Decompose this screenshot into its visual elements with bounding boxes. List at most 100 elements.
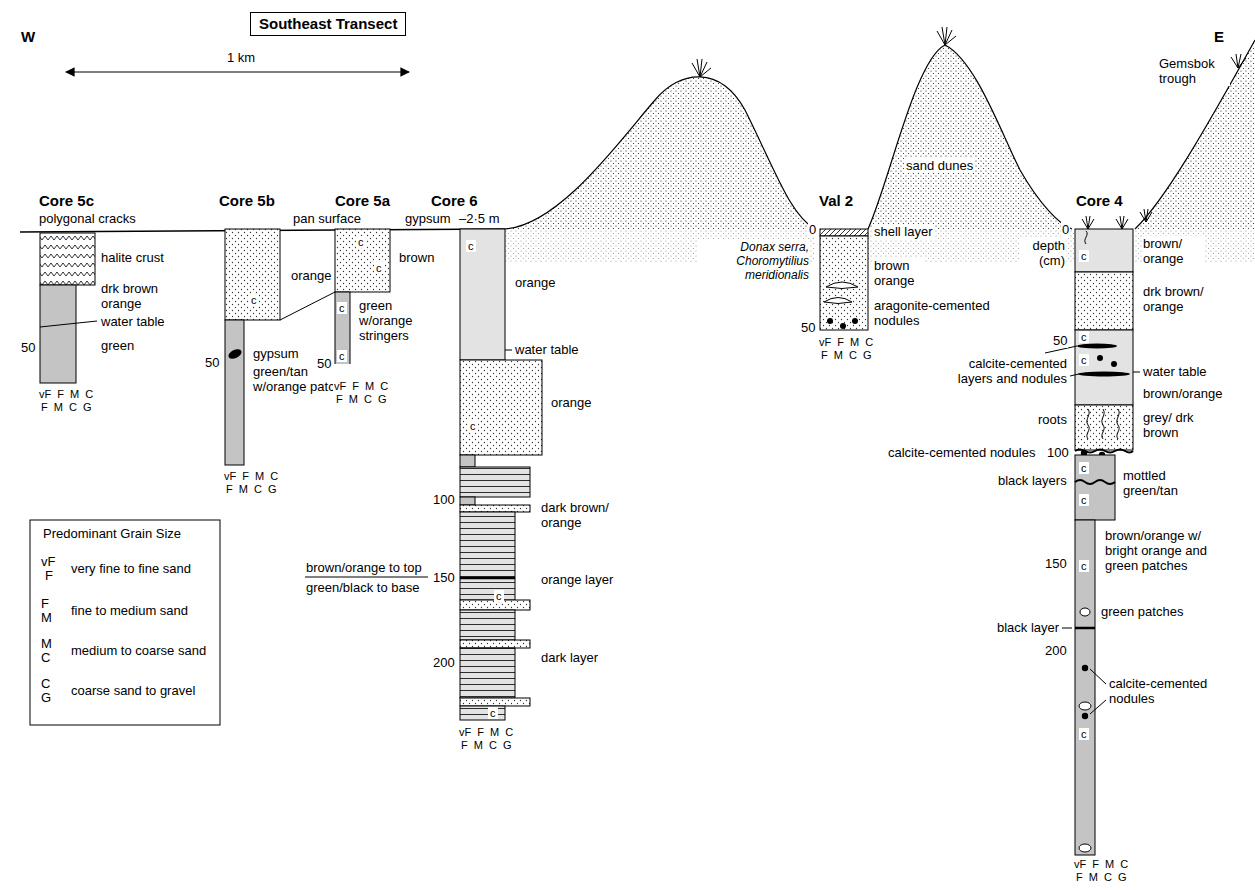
legend-box: [30, 520, 220, 725]
vegetation-tuft: [1231, 54, 1246, 68]
grain-size-scale: vF F M C: [223, 470, 279, 483]
unit-label: grey/ drk brown: [1142, 410, 1206, 440]
cement-mark: c: [1079, 728, 1089, 740]
core-unit: [460, 229, 505, 360]
unit-label: dark brown/ orange: [540, 500, 622, 530]
core-unit: [1075, 229, 1133, 272]
laminated-unit: [460, 467, 530, 497]
boundary-note: brown/orange to top: [305, 560, 423, 575]
depth-label: –2·5 m: [458, 211, 500, 226]
core-unit: [1075, 405, 1133, 450]
grain-size-scale: vF F M C: [458, 726, 514, 739]
water-table-line: [505, 350, 512, 351]
boundary-note: green/black to base: [305, 580, 420, 595]
core-unit: [460, 455, 475, 467]
unit-label: brown: [398, 250, 435, 265]
cement-mark: c: [337, 302, 347, 314]
root: [1087, 409, 1089, 439]
black-layer: [1075, 480, 1115, 484]
surface-label: polygonal cracks: [38, 211, 137, 226]
unit-label: orange: [550, 395, 592, 410]
lens: [824, 298, 852, 304]
root: [1117, 409, 1119, 439]
nodule: [852, 318, 858, 324]
unit-label: mottled green/tan: [1122, 468, 1189, 498]
core-unit: [335, 229, 390, 292]
nodule: [827, 318, 833, 324]
legend-entry: medium to coarse sand: [70, 643, 207, 658]
grain-size-scale: vF F M C: [38, 388, 94, 401]
unit-label: green: [100, 338, 135, 353]
sand-dune: [868, 45, 1072, 229]
compass-letter: E: [1213, 28, 1225, 45]
unit-label: black layer: [996, 620, 1060, 635]
core-unit: [1075, 272, 1133, 330]
cemented-layer: [1077, 344, 1117, 349]
depth-number: 50: [316, 356, 332, 371]
leader-line: [305, 577, 428, 578]
grain-size-scale: F M C G: [820, 349, 873, 362]
unit-label: calcite-cemented nodules: [887, 445, 1036, 460]
cemented-layer: [1078, 372, 1130, 377]
vegetation-tuft: [692, 59, 711, 77]
nodule: [1082, 713, 1088, 719]
unit-label: green w/orange stringers: [358, 298, 422, 343]
unit-label: drk brown orange: [100, 281, 172, 311]
depth-number: 100: [1046, 445, 1070, 460]
black-layer: [1075, 627, 1095, 630]
depth-number: 150: [1044, 556, 1068, 571]
depth-number: 50: [204, 355, 220, 370]
green-patch: [1080, 608, 1090, 616]
grain-size-scale: vF F M C: [333, 380, 389, 393]
unit-label: dark layer: [540, 650, 599, 665]
legend-sample: M: [40, 610, 53, 625]
legend-sample: vF: [40, 554, 56, 569]
unit-label: calcite-cemented layers and nodules: [948, 356, 1068, 386]
cement-mark: c: [1079, 494, 1089, 506]
dune-outline: [1135, 40, 1255, 229]
axis-title: depth (cm): [1019, 238, 1066, 268]
core-name: Core 6: [430, 192, 479, 209]
depth-number: 0: [808, 222, 817, 237]
depth-number: 100: [432, 492, 456, 507]
lens: [826, 282, 858, 289]
core-unit: [335, 292, 350, 375]
cement-mark: c: [494, 590, 504, 602]
core-unit: [40, 285, 76, 383]
core-unit: [460, 360, 542, 455]
cement-mark: c: [337, 350, 347, 362]
legend-sample: F: [40, 596, 50, 611]
cement-mark: c: [249, 294, 259, 306]
depth-number: 200: [1044, 643, 1068, 658]
cement-mark: c: [1079, 560, 1089, 572]
water-table-label: water table: [514, 342, 580, 357]
leader-line: [1090, 700, 1106, 714]
halite-unit: [40, 233, 95, 285]
core-unit: [820, 236, 868, 330]
dune-outline: [868, 45, 1072, 229]
core-unit: [225, 229, 280, 320]
vegetation-tuft: [937, 27, 956, 45]
depth-number: 200: [432, 655, 456, 670]
scale-label: 1 km: [226, 50, 256, 65]
grain-size-scale: F M C G: [225, 483, 278, 496]
nodule: [840, 323, 846, 329]
sand-dune: [1135, 40, 1255, 229]
unit-label: brown/orange w/ bright orange and green …: [1104, 528, 1226, 573]
unit-label: drk brown/ orange: [1142, 284, 1224, 314]
unit-label: green patches: [1100, 604, 1184, 619]
core-unit: [225, 320, 244, 465]
unit-label: shell layer: [873, 224, 934, 239]
grain-size-scale: F M C G: [1075, 871, 1128, 884]
gypsum-crystal: [227, 347, 243, 360]
correlation-line: [280, 292, 335, 320]
shell-layer: [820, 229, 868, 236]
unit-label: halite crust: [100, 250, 165, 265]
legend-sample: M: [40, 636, 53, 651]
root: [1102, 409, 1104, 439]
depth-number: 150: [432, 570, 456, 585]
core-unit: [1075, 520, 1095, 855]
laminated-unit: [460, 512, 515, 600]
unit-label: orange: [514, 275, 556, 290]
core-unit: [1075, 455, 1115, 520]
